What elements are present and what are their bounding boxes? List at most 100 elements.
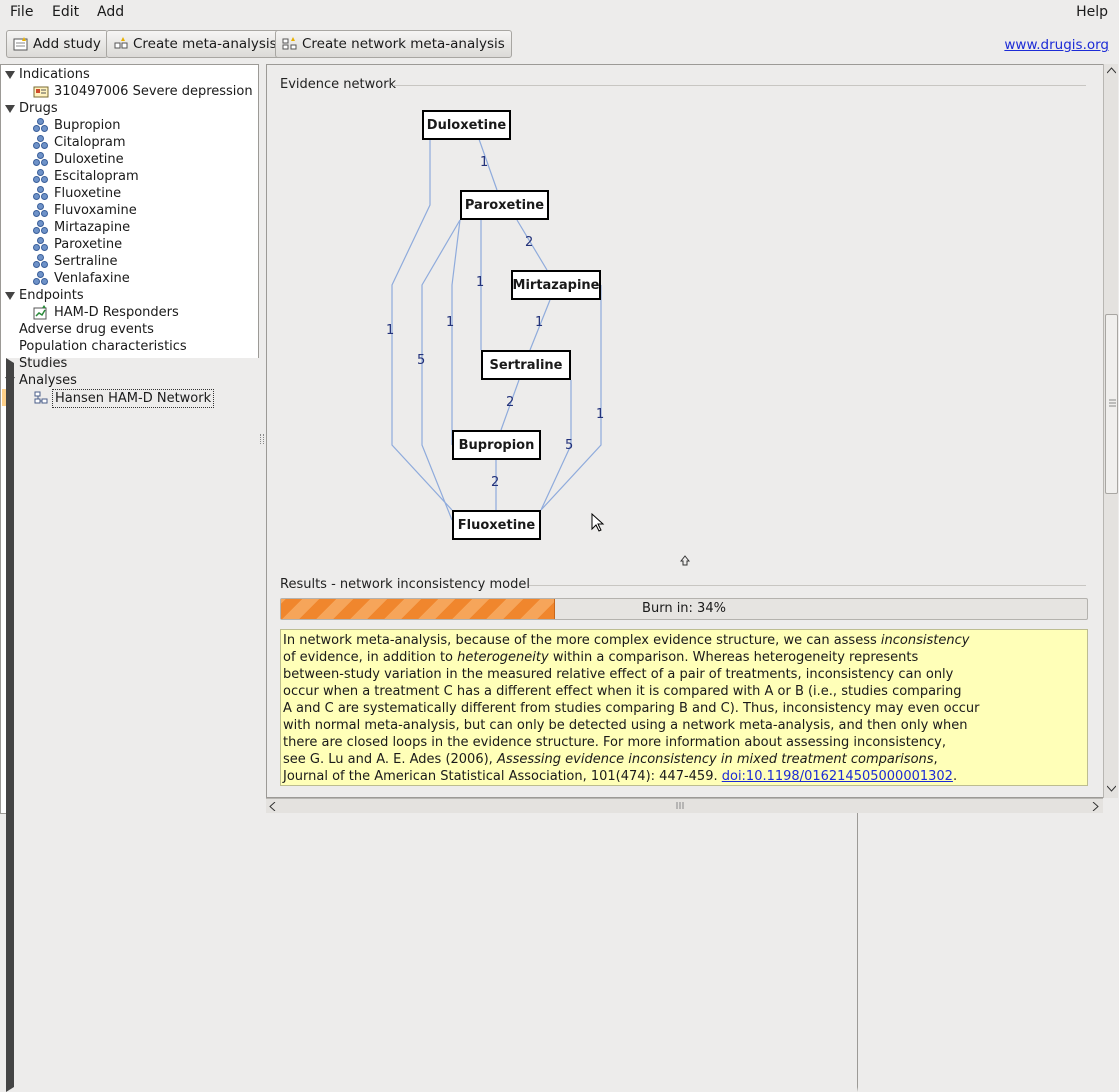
drug-molecule-icon — [33, 118, 49, 134]
node-bupropion[interactable]: Bupropion — [452, 430, 541, 460]
grip-lines-icon — [676, 802, 684, 809]
tree-label-endpoints: Endpoints — [19, 288, 84, 303]
expanded-triangle-icon — [5, 71, 15, 79]
indication-card-icon — [33, 84, 49, 100]
create-meta-analysis-button[interactable]: Create meta-analysis — [106, 30, 284, 58]
node-paroxetine[interactable]: Paroxetine — [460, 190, 549, 220]
network-edge — [421, 219, 461, 521]
tree-node-studies[interactable]: Studies — [5, 355, 858, 1092]
info-text-line: between-study variation in the measured … — [283, 666, 1085, 683]
drug-molecule-icon — [33, 152, 49, 168]
tree-label-adverse-events: Adverse drug events — [19, 322, 154, 337]
network-meta-analysis-icon — [282, 37, 298, 51]
menu-edit[interactable]: Edit — [52, 4, 79, 20]
menu-help[interactable]: Help — [1076, 4, 1108, 20]
drug-molecule-icon — [33, 254, 49, 270]
network-edge — [451, 219, 461, 445]
tree-label-drug: Citalopram — [54, 135, 126, 150]
create-meta-analysis-label: Create meta-analysis — [133, 36, 277, 52]
tree-item-drug[interactable]: Duloxetine — [33, 151, 253, 168]
scroll-down-icon[interactable] — [1107, 785, 1116, 792]
info-text-line: there are closed loops in the evidence s… — [283, 734, 1085, 751]
menu-add-label: Add — [97, 4, 125, 20]
info-text-fragment: occur when a treatment C has a different… — [283, 684, 962, 699]
info-text-fragment: . — [952, 769, 958, 784]
tree-label-drug: Escitalopram — [54, 169, 139, 184]
tree-node-indications[interactable]: Indications — [5, 66, 255, 83]
tree-label-drugs: Drugs — [19, 101, 58, 116]
up-arrow-icon[interactable] — [680, 555, 690, 567]
drug-molecule-icon — [33, 135, 49, 151]
tree-item-drug[interactable]: Escitalopram — [33, 168, 253, 185]
tree-node-drugs[interactable]: Drugs — [5, 100, 255, 117]
info-text-fragment: A and C are systematically different fro… — [283, 701, 980, 716]
meta-analysis-icon — [113, 37, 129, 51]
evidence-network-graph — [391, 124, 602, 521]
endpoint-chart-icon — [33, 305, 49, 321]
menu-bar: File Edit Add Help — [0, 0, 1119, 26]
tree-item-drug[interactable]: Citalopram — [33, 134, 253, 151]
content-panel: Evidence network Duloxetine Paroxetine M… — [266, 64, 1118, 798]
scroll-up-icon[interactable] — [1107, 67, 1116, 74]
node-fluoxetine[interactable]: Fluoxetine — [452, 510, 541, 540]
info-text-fragment: between-study variation in the measured … — [283, 667, 954, 682]
tree-label-drug: Fluoxetine — [54, 186, 122, 201]
splitter-grip[interactable] — [260, 434, 264, 444]
vertical-scrollbar[interactable] — [1103, 64, 1118, 798]
info-text-fragment: In network meta-analysis, because of the… — [283, 633, 881, 648]
drug-molecule-icon — [33, 169, 49, 185]
expanded-triangle-icon — [5, 292, 15, 300]
navigation-tree[interactable]: Indications 310497006 Severe depression … — [0, 64, 858, 1092]
tree-node-endpoints[interactable]: Endpoints — [5, 287, 255, 304]
edge-study-count-label: 2 — [491, 475, 500, 490]
vertical-scroll-thumb[interactable] — [1105, 314, 1118, 494]
tree-item-drug[interactable]: Fluoxetine — [33, 185, 253, 202]
add-study-icon — [13, 37, 29, 51]
scroll-left-icon[interactable] — [269, 802, 276, 811]
info-text-line: In network meta-analysis, because of the… — [283, 632, 1085, 649]
menu-help-label: Help — [1076, 4, 1108, 20]
tree-item-drug[interactable]: Sertraline — [33, 253, 253, 270]
tree-node-population[interactable]: Population characteristics — [19, 338, 249, 355]
tree-label-drug: Duloxetine — [54, 152, 124, 167]
tree-node-analyses[interactable]: Analyses — [5, 372, 255, 389]
tree-item-drug[interactable]: Paroxetine — [33, 236, 253, 253]
tree-label-drug: Mirtazapine — [54, 220, 131, 235]
menu-add[interactable]: Add — [97, 4, 124, 20]
create-network-meta-analysis-button[interactable]: Create network meta-analysis — [275, 30, 512, 58]
add-study-button[interactable]: Add study — [6, 30, 108, 58]
tree-item-analysis-selected[interactable]: Hansen HAM-D Network — [33, 389, 253, 408]
tree-item-drug[interactable]: Bupropion — [33, 117, 253, 134]
menu-file[interactable]: File — [10, 4, 33, 20]
scroll-right-icon[interactable] — [1092, 802, 1099, 811]
doi-link[interactable]: doi:10.1198/016214505000001302 — [721, 769, 953, 784]
tree-node-adverse-events[interactable]: Adverse drug events — [19, 321, 249, 338]
edge-study-count-label: 1 — [446, 315, 455, 330]
network-edge — [391, 140, 453, 511]
tree-item-drug[interactable]: Fluvoxamine — [33, 202, 253, 219]
info-text-line: Journal of the American Statistical Asso… — [283, 768, 1085, 785]
edge-study-count-label: 1 — [386, 323, 395, 338]
progress-fill — [281, 599, 556, 619]
tree-label-drug: Fluvoxamine — [54, 203, 137, 218]
tree-label-drug: Venlafaxine — [54, 271, 130, 286]
horizontal-scrollbar[interactable] — [266, 798, 1103, 813]
info-text-fragment: there are closed loops in the evidence s… — [283, 735, 947, 750]
node-duloxetine[interactable]: Duloxetine — [422, 110, 511, 140]
tree-label-studies: Studies — [19, 356, 68, 371]
tree-label-population: Population characteristics — [19, 339, 187, 354]
edge-study-count-label: 1 — [476, 275, 485, 290]
node-sertraline[interactable]: Sertraline — [481, 350, 571, 380]
tree-item-drug[interactable]: Venlafaxine — [33, 270, 253, 287]
info-text-line: with normal meta-analysis, but can only … — [283, 717, 1085, 734]
node-mirtazapine[interactable]: Mirtazapine — [511, 270, 601, 300]
tree-item-endpoint[interactable]: HAM-D Responders — [33, 304, 253, 321]
tree-item-drug[interactable]: Mirtazapine — [33, 219, 253, 236]
info-text-line: see G. Lu and A. E. Ades (2006), Assessi… — [283, 751, 1085, 768]
network-edge — [500, 379, 520, 431]
info-text-line: A and C are systematically different fro… — [283, 700, 1085, 717]
network-edge — [516, 219, 548, 271]
info-text-fragment: of evidence, in addition to — [283, 650, 458, 665]
tree-item-indication[interactable]: 310497006 Severe depression — [33, 83, 253, 100]
drugis-website-link[interactable]: www.drugis.org — [1004, 37, 1109, 53]
